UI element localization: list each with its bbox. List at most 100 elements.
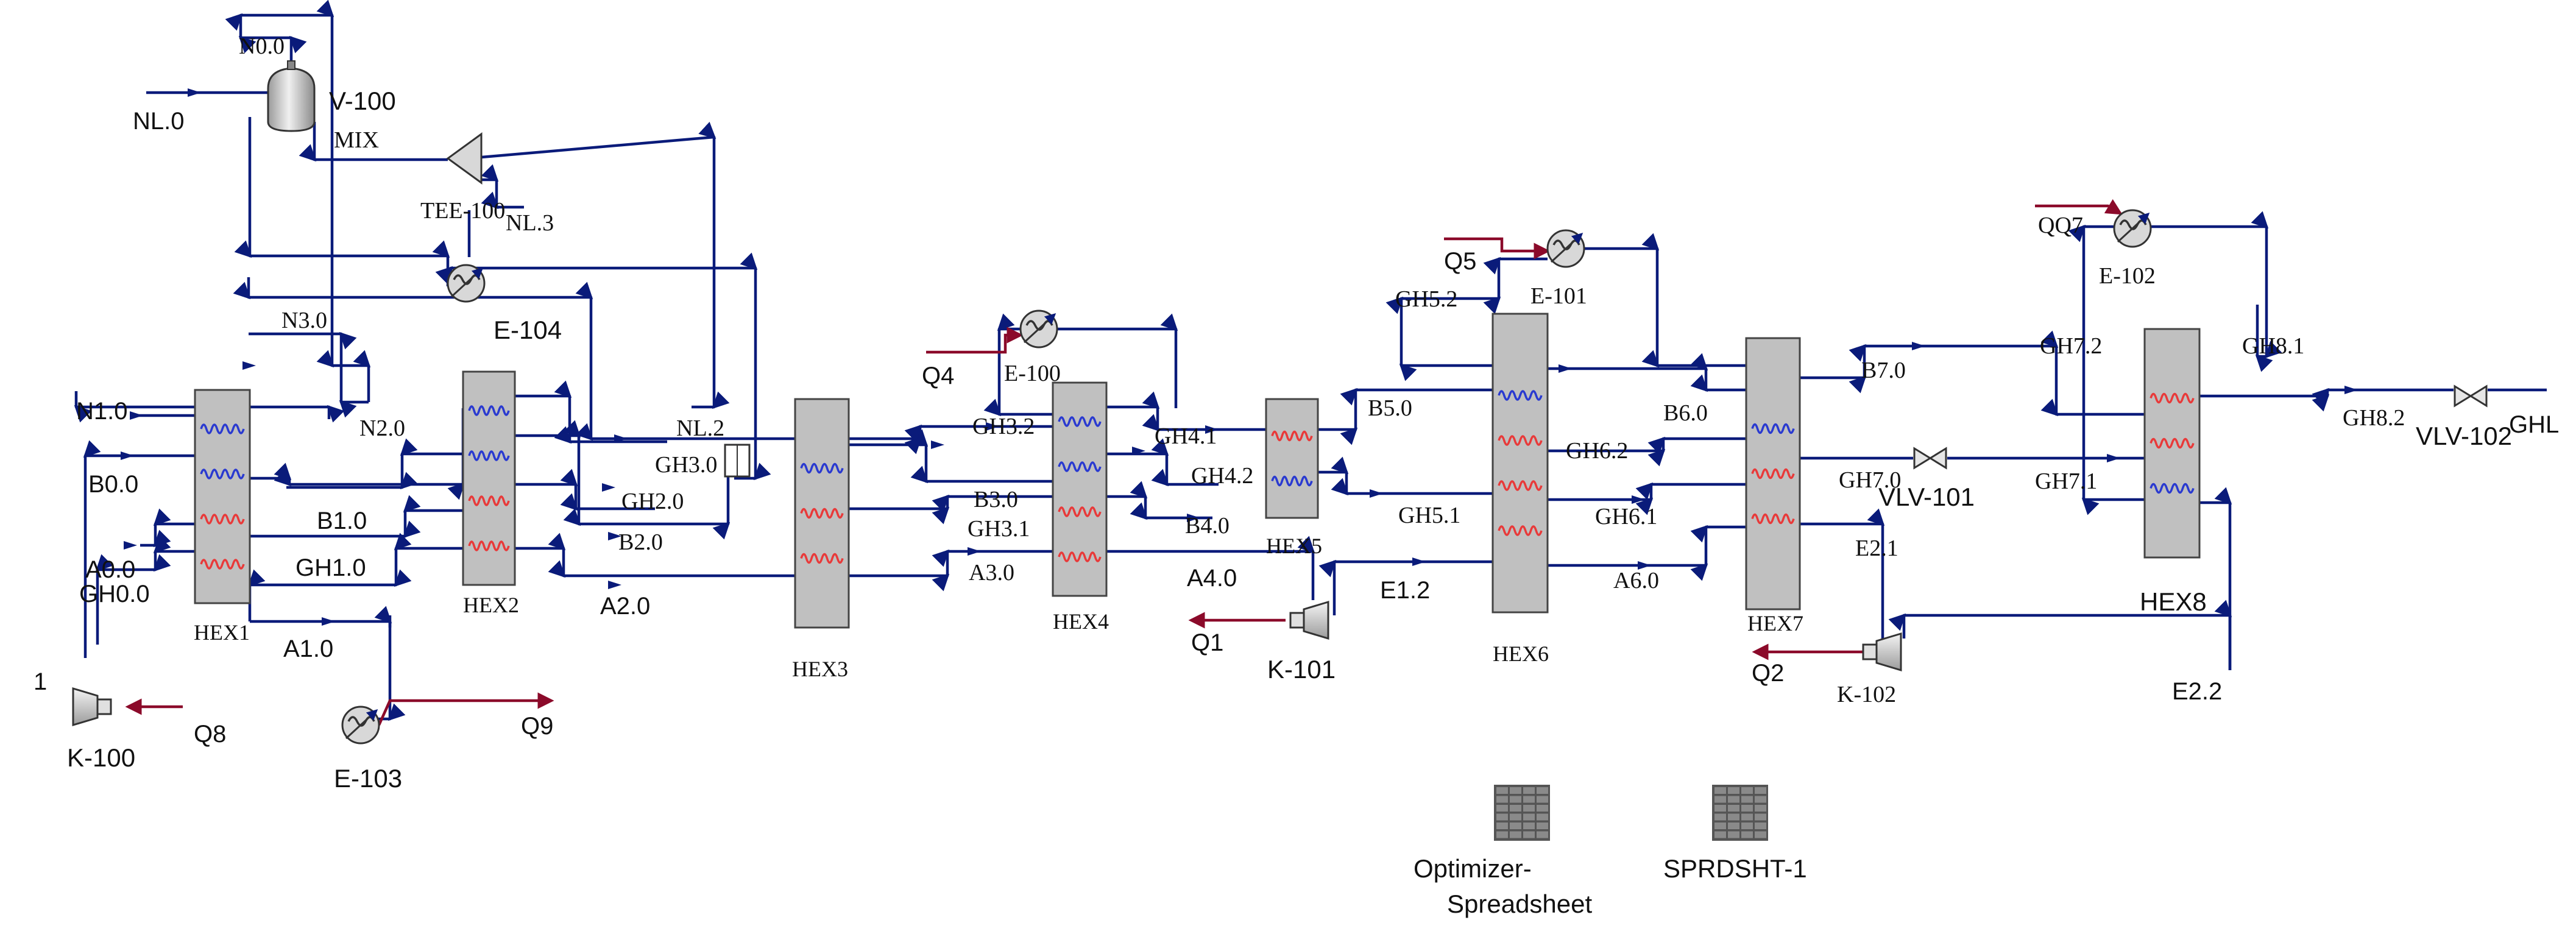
stream-label: A6.0 — [1613, 568, 1659, 593]
material-stream-line[interactable] — [1548, 436, 1746, 467]
material-stream-line[interactable] — [515, 469, 655, 511]
hex-label: HEX1 — [194, 620, 250, 645]
cold-coil — [468, 405, 510, 416]
material-stream-line[interactable] — [83, 440, 195, 658]
cold-coil — [2150, 483, 2195, 494]
stream-label: GH6.1 — [1595, 504, 1657, 529]
compressor-k-102[interactable] — [1862, 632, 1902, 672]
material-stream-line[interactable] — [849, 549, 1053, 592]
stream-label: NL.0 — [133, 108, 185, 135]
cooler-e-100[interactable] — [1019, 310, 1058, 348]
cooler-label: E-102 — [2099, 263, 2156, 289]
material-stream-line[interactable] — [1106, 481, 1212, 520]
stream-label: GH3.1 — [968, 516, 1030, 542]
material-streams — [74, 0, 2547, 721]
stream-label: GH3.0 — [655, 452, 717, 478]
mixer-mix[interactable] — [724, 444, 751, 478]
material-stream-line[interactable] — [140, 508, 195, 548]
material-stream-line[interactable] — [1800, 508, 1885, 646]
stream-label: E2.2 — [2172, 678, 2222, 705]
heat-exchanger-hex8[interactable] — [2143, 328, 2201, 559]
energy-label: Q5 — [1444, 248, 1476, 275]
material-stream-line[interactable] — [1106, 536, 1315, 600]
flow-arrow — [614, 434, 628, 443]
stream-label: B6.0 — [1663, 400, 1708, 426]
material-stream-line[interactable] — [95, 536, 195, 645]
material-stream-line[interactable] — [2199, 387, 2454, 412]
energy-stream-line[interactable] — [2035, 199, 2123, 215]
material-stream-line[interactable] — [2068, 224, 2145, 515]
material-stream-line[interactable] — [2199, 487, 2232, 670]
heat-exchanger-hex4[interactable] — [1052, 381, 1108, 597]
flow-arrow — [242, 361, 256, 370]
spreadsheet-icon — [1494, 785, 1550, 841]
material-stream-line[interactable] — [481, 121, 730, 409]
heat-exchanger-hex1[interactable] — [194, 389, 251, 604]
stream-label: B3.0 — [974, 487, 1018, 512]
material-stream-line[interactable] — [1584, 233, 1746, 368]
separator-v-100[interactable] — [267, 60, 316, 132]
tee-icon — [446, 132, 483, 185]
spreadsheet-optimizer[interactable]: Optimizer- Spreadsheet — [1414, 785, 1593, 918]
material-stream-line[interactable] — [250, 408, 465, 500]
material-stream-line[interactable] — [1318, 559, 1493, 615]
material-stream-line[interactable] — [1548, 353, 1746, 392]
energy-stream-line[interactable] — [1444, 237, 1551, 260]
tee-100[interactable] — [446, 132, 483, 185]
material-stream-line[interactable] — [1888, 600, 2232, 670]
stream-label: GH3.2 — [972, 414, 1035, 439]
stream-label: B5.0 — [1368, 395, 1412, 421]
material-stream-line[interactable] — [1318, 387, 1493, 445]
material-stream-line[interactable] — [299, 122, 448, 162]
exchanger-body — [1265, 398, 1319, 519]
material-stream-line[interactable] — [2151, 211, 2282, 372]
cold-coil — [800, 462, 844, 474]
hot-coil — [200, 559, 245, 570]
compressor-label: K-102 — [1837, 682, 1896, 707]
cooler-e-104[interactable] — [447, 264, 486, 303]
cooler-e-101[interactable] — [1546, 229, 1585, 268]
material-stream-line[interactable] — [1318, 456, 1493, 496]
heat-exchanger-hex2[interactable] — [462, 370, 516, 586]
material-stream-line[interactable] — [1385, 256, 1548, 381]
stream-label: B1.0 — [317, 508, 367, 534]
hot-coil — [800, 508, 844, 519]
material-stream-line[interactable] — [1548, 525, 1746, 581]
compressor-k-100[interactable] — [72, 687, 112, 727]
cold-coil — [200, 469, 245, 479]
material-stream-line[interactable] — [1106, 438, 1219, 487]
material-stream-line[interactable] — [515, 532, 795, 578]
exchanger-body — [462, 370, 516, 586]
stream-label: GH7.2 — [2040, 333, 2102, 359]
stream-label: GH5.1 — [1398, 503, 1460, 528]
flow-arrow — [608, 532, 621, 540]
cooler-e-103[interactable] — [341, 706, 380, 745]
heat-exchanger-hex7[interactable] — [1745, 337, 1801, 610]
material-stream-line[interactable] — [286, 438, 463, 490]
cold-coil — [1058, 416, 1102, 427]
energy-stream-line[interactable] — [926, 327, 1024, 354]
energy-stream-line[interactable] — [377, 692, 554, 726]
equipment-labels: HEX1 HEX2 HEX3 HEX4 HEX5 HEX6 HEX7 HEX8 … — [67, 87, 2512, 793]
heat-exchanger-hex3[interactable] — [794, 398, 850, 629]
flow-arrow — [1132, 447, 1145, 455]
material-stream-line[interactable] — [481, 164, 524, 210]
valve-vlv-101[interactable] — [1913, 447, 1947, 470]
material-stream-line[interactable] — [515, 420, 731, 540]
material-stream-line[interactable] — [1548, 482, 1746, 515]
material-stream-line[interactable] — [1057, 313, 1178, 408]
valve-vlv-102[interactable] — [2454, 384, 2488, 408]
spreadsheet-sprdsht-1[interactable]: SPRDSHT-1 — [1663, 785, 1807, 883]
stream-label: E1.2 — [1380, 577, 1430, 604]
compressor-icon — [1303, 600, 1329, 640]
compressor-k-101[interactable] — [1289, 600, 1329, 640]
material-stream-line[interactable] — [250, 606, 392, 628]
material-stream-line[interactable] — [795, 429, 1053, 484]
heat-exchanger-hex5[interactable] — [1265, 398, 1319, 519]
material-stream-line[interactable] — [249, 331, 369, 418]
hot-coil — [1058, 551, 1102, 562]
material-stream-line[interactable] — [849, 494, 1053, 525]
heat-exchanger-hex6[interactable] — [1491, 313, 1549, 614]
cooler-e-102[interactable] — [2113, 209, 2152, 248]
